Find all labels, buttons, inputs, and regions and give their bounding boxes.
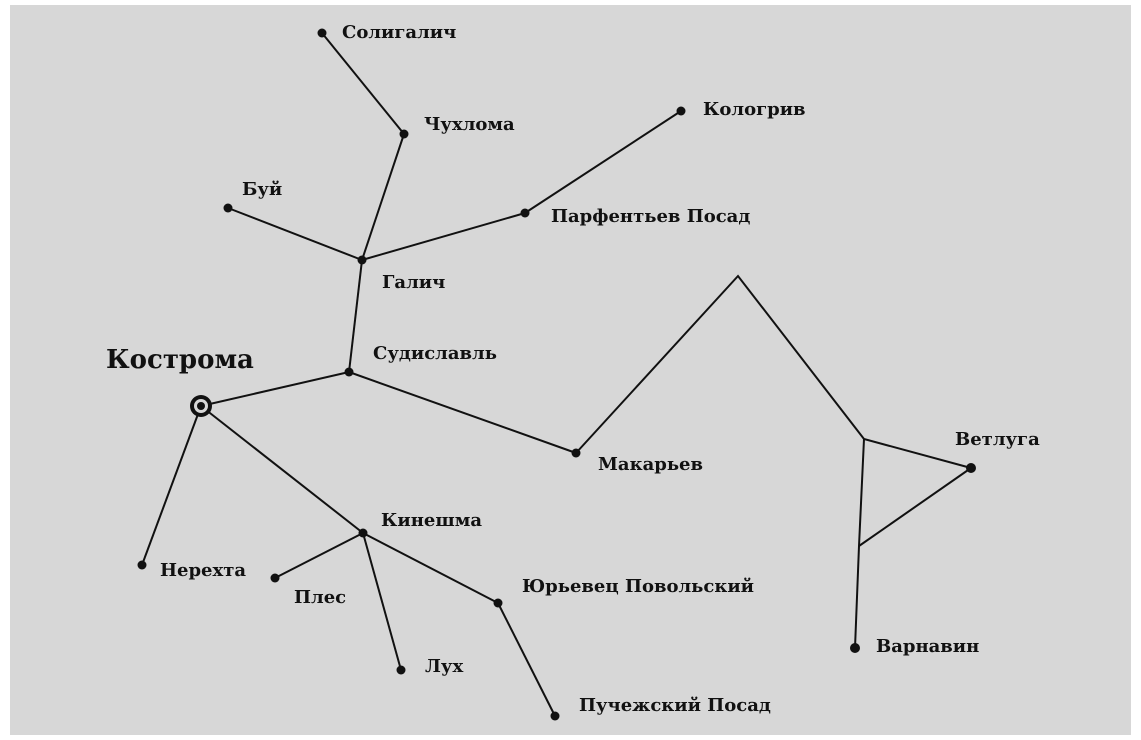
town-dot-vetluga [966, 463, 976, 473]
town-dot-yuryevets [493, 598, 503, 608]
town-markers [137, 28, 976, 721]
route-parfentyev-kologriv [524, 110, 682, 214]
route-kostroma-kineshma [200, 405, 364, 534]
town-label-vetluga: Ветлуга [955, 429, 1040, 450]
town-label-puchezh: Пучежский Посад [579, 695, 771, 716]
town-dot-soligalich [317, 28, 327, 38]
town-label-chukhloma: Чухлома [424, 114, 515, 135]
route-kineshma-ples [274, 532, 364, 579]
town-dot-ples [270, 573, 280, 583]
town-label-nerekhta: Нерехта [160, 560, 246, 581]
town-labels: Кострома Солигалич Чухлома Кологрив Буй … [106, 22, 1040, 716]
route-lines [141, 32, 972, 717]
town-label-varnavin: Варнавин [876, 636, 979, 657]
route-makaryev-vetluga [575, 274, 972, 469]
town-dot-kologriv [676, 106, 686, 116]
town-label-parfentyev: Парфентьев Посад [551, 206, 750, 227]
town-label-yuryevets: Юрьевец Повольский [522, 576, 754, 597]
route-kineshma-lukh [362, 532, 402, 671]
town-dot-chukhloma [399, 129, 409, 139]
route-vetluga-branch [858, 467, 972, 547]
town-label-ples: Плес [294, 587, 346, 608]
capital-label: Кострома [106, 345, 254, 375]
town-dot-lukh [396, 665, 406, 675]
route-chukhloma-galich [361, 133, 405, 261]
town-label-soligalich: Солигалич [342, 22, 456, 43]
town-dot-galich [357, 255, 367, 265]
town-dot-puchezh [550, 711, 560, 721]
town-dot-parfentyev [520, 208, 530, 218]
town-label-galich: Галич [382, 272, 445, 293]
town-dot-kineshma [358, 528, 368, 538]
town-dot-sudislavl [344, 367, 354, 377]
route-kineshma-yuryevets [362, 532, 499, 604]
route-sudislavl-makaryev [348, 371, 577, 454]
town-label-lukh: Лух [425, 656, 463, 677]
route-kostroma-sudislavl [200, 371, 350, 407]
town-label-kineshma: Кинешма [381, 510, 482, 531]
town-label-kologriv: Кологрив [703, 99, 806, 120]
town-dot-nerekhta [137, 560, 147, 570]
route-soligalich-chukhloma [321, 32, 405, 135]
town-label-sudislavl: Судиславль [373, 343, 497, 364]
town-label-makaryev: Макарьев [598, 454, 703, 475]
route-galich-parfentyev [361, 212, 526, 261]
route-buy-galich [227, 207, 363, 261]
town-dot-buy [223, 203, 233, 213]
map-canvas [10, 5, 1131, 735]
town-dot-makaryev [571, 448, 581, 458]
route-galich-sudislavl [348, 259, 363, 373]
town-label-buy: Буй [242, 179, 282, 200]
capital-marker-icon [190, 395, 212, 417]
town-dot-varnavin [850, 643, 860, 653]
route-yuryevets-puchezh [497, 602, 556, 717]
route-kostroma-nerekhta [141, 405, 202, 566]
